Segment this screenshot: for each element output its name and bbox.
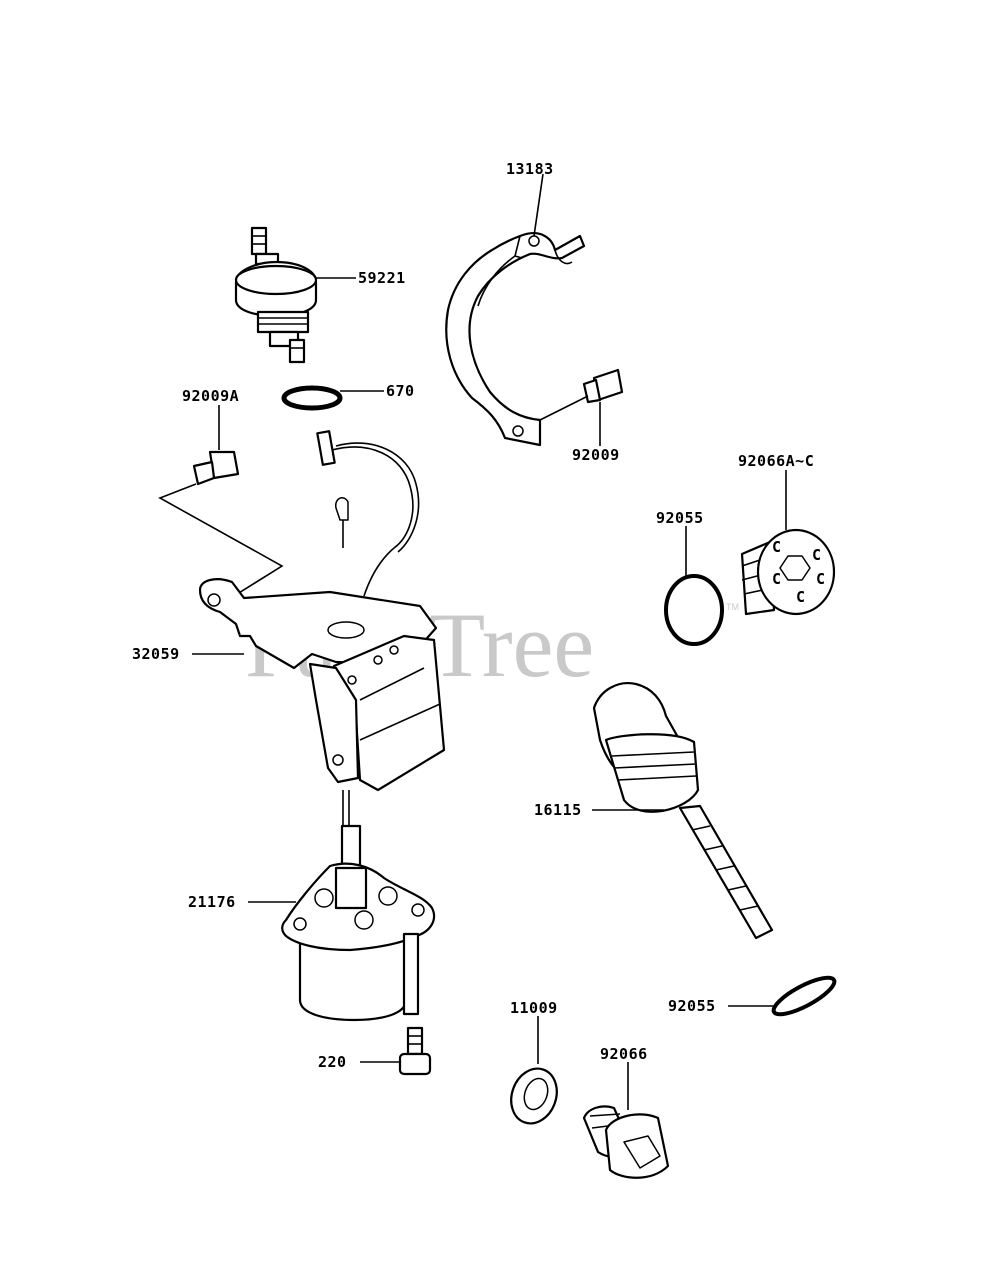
cap-letter-3: C bbox=[772, 570, 782, 588]
label-220[interactable]: 220 bbox=[318, 1053, 347, 1071]
label-670[interactable]: 670 bbox=[386, 382, 415, 400]
cap-letter-2: C bbox=[812, 546, 822, 564]
label-92009[interactable]: 92009 bbox=[572, 446, 620, 464]
label-13183-text: 13183 bbox=[506, 160, 554, 178]
watermark-tm: TM bbox=[726, 602, 739, 612]
label-92009A-text: 92009A bbox=[182, 387, 239, 405]
part-11009-washer[interactable] bbox=[504, 1062, 564, 1130]
sensor-wire bbox=[316, 430, 420, 597]
label-92055-lower[interactable]: 92055 bbox=[668, 997, 716, 1015]
part-21176-sensor[interactable] bbox=[281, 824, 436, 1022]
label-92009A[interactable]: 92009A bbox=[182, 387, 239, 405]
cap-letter-4: C bbox=[816, 570, 826, 588]
label-16115[interactable]: 16115 bbox=[534, 801, 582, 819]
label-92066AC[interactable]: 92066A~C bbox=[738, 452, 814, 470]
part-92009A-screw[interactable] bbox=[192, 450, 240, 486]
part-220-screw[interactable] bbox=[398, 1026, 432, 1076]
part-92066AC-plug[interactable]: C C C C C bbox=[740, 528, 836, 616]
label-32059[interactable]: 32059 bbox=[132, 645, 180, 663]
label-92009-text: 92009 bbox=[572, 446, 620, 464]
label-11009[interactable]: 11009 bbox=[510, 999, 558, 1017]
label-92055-upper[interactable]: 92055 bbox=[656, 509, 704, 527]
part-92066-plug[interactable] bbox=[582, 1105, 670, 1179]
label-92066-text: 92066 bbox=[600, 1045, 648, 1063]
label-59221-text: 59221 bbox=[358, 269, 406, 287]
label-670-text: 670 bbox=[386, 382, 415, 400]
label-92055-upper-text: 92055 bbox=[656, 509, 704, 527]
label-21176[interactable]: 21176 bbox=[188, 893, 236, 911]
label-92066[interactable]: 92066 bbox=[600, 1045, 648, 1063]
part-59221-fitting[interactable] bbox=[234, 226, 318, 364]
label-13183[interactable]: 13183 bbox=[506, 160, 554, 178]
label-21176-text: 21176 bbox=[188, 893, 236, 911]
label-220-text: 220 bbox=[318, 1053, 347, 1071]
label-32059-text: 32059 bbox=[132, 645, 180, 663]
part-92009-screw[interactable] bbox=[579, 368, 624, 404]
label-16115-text: 16115 bbox=[534, 801, 582, 819]
label-92055-lower-text: 92055 bbox=[668, 997, 716, 1015]
part-13183-bracket[interactable] bbox=[445, 232, 586, 447]
part-92055-ring-lower[interactable] bbox=[769, 971, 838, 1021]
label-59221[interactable]: 59221 bbox=[358, 269, 406, 287]
label-11009-text: 11009 bbox=[510, 999, 558, 1017]
part-670-oring[interactable] bbox=[281, 385, 343, 411]
cap-letter-1: C bbox=[772, 538, 782, 556]
cap-letter-5: C bbox=[796, 588, 806, 606]
part-16115-dipstick[interactable] bbox=[592, 682, 774, 940]
part-92055-ring-upper[interactable] bbox=[664, 574, 724, 646]
part-32059-bracket[interactable] bbox=[198, 578, 446, 792]
label-92066AC-text: 92066A~C bbox=[738, 452, 814, 470]
